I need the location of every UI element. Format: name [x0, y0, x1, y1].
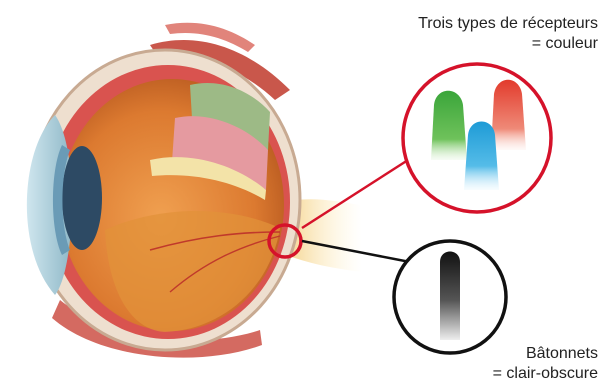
cone-red — [491, 80, 526, 150]
rods-label: Bâtonnets = clair-obscure — [493, 344, 598, 384]
lens — [62, 146, 102, 250]
rod — [440, 252, 460, 341]
eye-illustration — [27, 23, 362, 358]
cones-label-line1: Trois types de récepteurs — [418, 14, 598, 34]
rods-label-line1: Bâtonnets — [493, 344, 598, 364]
rods-label-line2: = clair-obscure — [493, 364, 598, 384]
cone-blue — [464, 122, 499, 191]
cone-green — [431, 91, 467, 160]
cones-label-line2: = couleur — [418, 34, 598, 54]
cones-label: Trois types de récepteurs = couleur — [418, 14, 598, 54]
